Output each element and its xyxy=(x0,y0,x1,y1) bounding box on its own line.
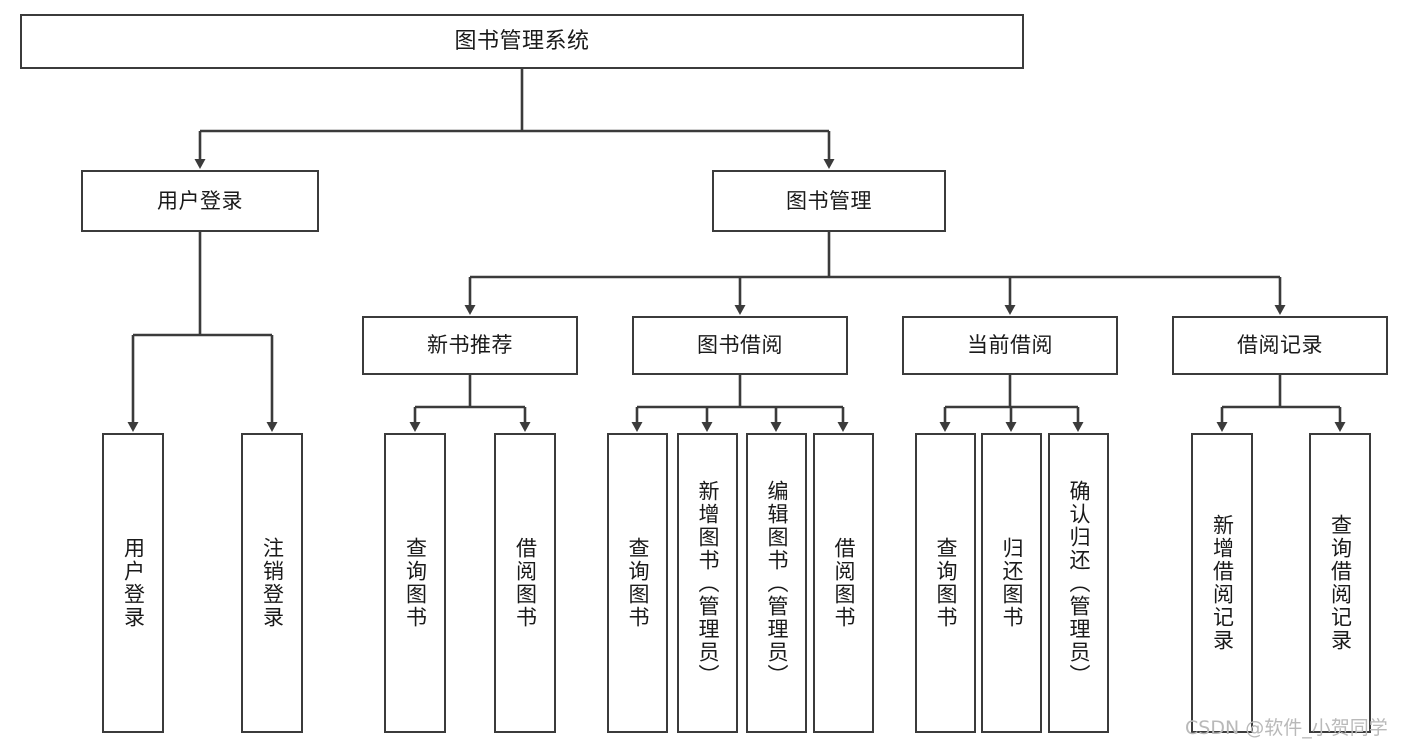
node-leaf-user-login[interactable]: 用户登录 xyxy=(102,433,164,733)
node-borrow-record-label: 借阅记录 xyxy=(1237,333,1323,358)
node-leaf-recommend-borrow-book[interactable]: 借阅图书 xyxy=(494,433,556,733)
node-leaf-recommend-query-book-label: 查询图书 xyxy=(403,537,428,629)
node-current-borrow[interactable]: 当前借阅 xyxy=(902,316,1118,375)
node-leaf-return-book[interactable]: 归还图书 xyxy=(981,433,1042,733)
node-root-label: 图书管理系统 xyxy=(454,28,590,54)
csdn-watermark: CSDN @软件_小贺同学 xyxy=(1185,717,1388,739)
node-leaf-edit-book-admin-label: 编辑图书（管理员） xyxy=(765,479,789,687)
node-leaf-add-book-admin[interactable]: 新增图书（管理员） xyxy=(677,433,738,733)
node-user-login[interactable]: 用户登录 xyxy=(81,170,319,232)
node-leaf-current-query-book-label: 查询图书 xyxy=(934,537,958,629)
node-book-manage-label: 图书管理 xyxy=(786,188,872,213)
node-new-book-recommend[interactable]: 新书推荐 xyxy=(362,316,578,375)
node-book-borrow-label: 图书借阅 xyxy=(697,333,783,358)
node-leaf-borrow-query-book-label: 查询图书 xyxy=(626,537,650,629)
node-leaf-add-borrow-record-label: 新增借阅记录 xyxy=(1210,514,1235,652)
node-leaf-borrow-book[interactable]: 借阅图书 xyxy=(813,433,874,733)
node-book-manage[interactable]: 图书管理 xyxy=(712,170,946,232)
node-leaf-confirm-return-admin[interactable]: 确认归还（管理员） xyxy=(1048,433,1109,733)
node-new-book-recommend-label: 新书推荐 xyxy=(427,333,513,358)
node-book-borrow[interactable]: 图书借阅 xyxy=(632,316,848,375)
node-borrow-record[interactable]: 借阅记录 xyxy=(1172,316,1388,375)
node-leaf-borrow-query-book[interactable]: 查询图书 xyxy=(607,433,668,733)
node-leaf-user-logout-label: 注销登录 xyxy=(260,537,285,629)
node-user-login-label: 用户登录 xyxy=(157,188,243,213)
node-leaf-query-borrow-record-label: 查询借阅记录 xyxy=(1328,514,1353,652)
node-leaf-borrow-book-label: 借阅图书 xyxy=(832,537,856,629)
node-current-borrow-label: 当前借阅 xyxy=(967,333,1053,358)
node-leaf-confirm-return-admin-label: 确认归还（管理员） xyxy=(1067,479,1091,687)
node-leaf-add-book-admin-label: 新增图书（管理员） xyxy=(696,479,720,687)
node-leaf-user-login-label: 用户登录 xyxy=(121,537,146,629)
node-leaf-current-query-book[interactable]: 查询图书 xyxy=(915,433,976,733)
node-leaf-recommend-query-book[interactable]: 查询图书 xyxy=(384,433,446,733)
node-leaf-user-logout[interactable]: 注销登录 xyxy=(241,433,303,733)
node-leaf-recommend-borrow-book-label: 借阅图书 xyxy=(513,537,538,629)
node-root[interactable]: 图书管理系统 xyxy=(20,14,1024,69)
node-leaf-return-book-label: 归还图书 xyxy=(1000,537,1024,629)
node-leaf-edit-book-admin[interactable]: 编辑图书（管理员） xyxy=(746,433,807,733)
node-leaf-add-borrow-record[interactable]: 新增借阅记录 xyxy=(1191,433,1253,733)
node-leaf-query-borrow-record[interactable]: 查询借阅记录 xyxy=(1309,433,1371,733)
